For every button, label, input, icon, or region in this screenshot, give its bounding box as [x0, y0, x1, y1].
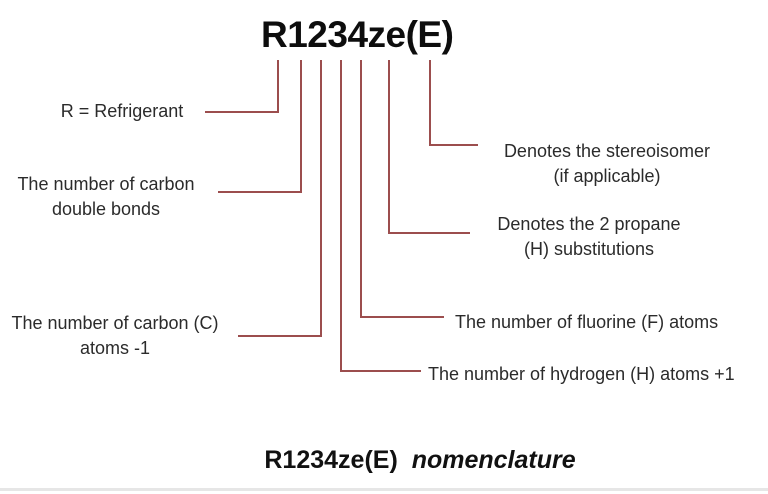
label-fluorine-atoms: The number of fluorine (F) atoms — [455, 312, 719, 332]
label-carbon-double-bonds-line2: double bonds — [51, 199, 161, 219]
connector-1-horizontal — [218, 191, 302, 193]
label-propane-substitutions-line2: (H) substitutions — [523, 239, 655, 259]
connector-r-vertical — [277, 60, 279, 113]
label-refrigerant: R = Refrigerant — [60, 101, 184, 121]
label-carbon-atoms-line2: atoms -1 — [79, 338, 151, 358]
connector-ze-vertical — [388, 60, 390, 234]
caption-formula: R1234ze(E) — [264, 446, 398, 474]
connector-ze-horizontal — [388, 232, 470, 234]
label-carbon-atoms: The number of carbon (C) atoms -1 — [4, 311, 226, 361]
connector-2-horizontal — [238, 335, 322, 337]
connector-4-horizontal — [360, 316, 444, 318]
label-carbon-double-bonds-line1: The number of carbon — [17, 174, 195, 194]
label-carbon-atoms-line1: The number of carbon (C) — [11, 313, 219, 333]
connector-3-horizontal — [340, 370, 421, 372]
bottom-edge-band — [0, 488, 768, 491]
label-stereoisomer-line1: Denotes the stereoisomer — [503, 141, 711, 161]
label-propane-substitutions-line1: Denotes the 2 propane — [497, 214, 681, 234]
formula-title: R1234ze(E) — [261, 14, 454, 55]
connector-3-vertical — [340, 60, 342, 372]
connector-r-horizontal — [205, 111, 279, 113]
connector-4-vertical — [360, 60, 362, 318]
label-stereoisomer-line2: (if applicable) — [553, 166, 661, 186]
label-carbon-double-bonds: The number of carbon double bonds — [8, 172, 204, 222]
label-hydrogen-atoms: The number of hydrogen (H) atoms +1 — [428, 364, 735, 384]
diagram-caption: R1234ze(E) nomenclature — [180, 446, 660, 475]
connector-e-horizontal — [429, 144, 478, 146]
connector-2-vertical — [320, 60, 322, 337]
connector-1-vertical — [300, 60, 302, 193]
connector-e-vertical — [429, 60, 431, 146]
label-propane-substitutions: Denotes the 2 propane (H) substitutions — [487, 212, 691, 262]
caption-word: nomenclature — [411, 446, 576, 474]
label-stereoisomer: Denotes the stereoisomer (if applicable) — [496, 139, 718, 189]
